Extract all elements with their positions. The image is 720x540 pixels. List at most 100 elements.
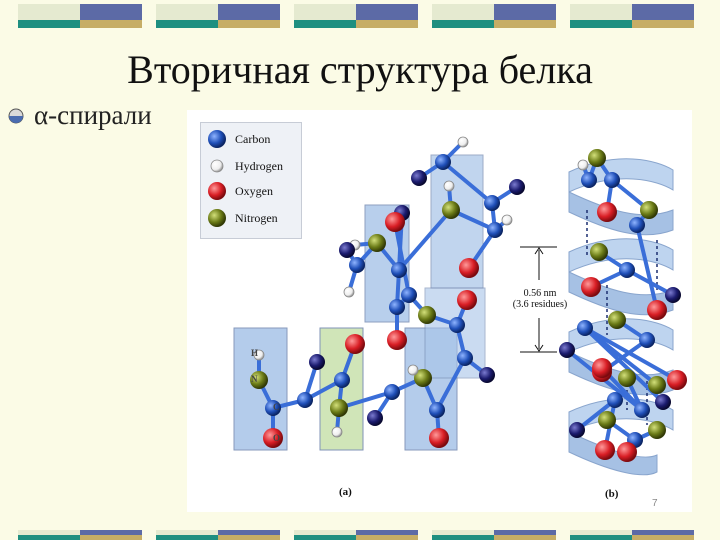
band-tile	[294, 530, 356, 535]
bullet-icon	[8, 108, 24, 123]
hydrogen-atom	[331, 426, 343, 438]
oxygen-atom	[387, 330, 407, 350]
legend-label-oxygen: Oxygen	[235, 183, 273, 198]
band-tile	[632, 4, 694, 20]
band-tile	[156, 530, 218, 535]
band-tile	[18, 535, 80, 540]
atoms	[250, 136, 687, 462]
band-tile	[80, 20, 142, 28]
legend-label-nitrogen: Nitrogen	[235, 210, 278, 225]
oxygen-atom	[263, 428, 283, 448]
pitch-marker	[520, 246, 557, 353]
oxygen-atom	[592, 358, 612, 378]
hydrogen-atom-icon	[210, 159, 224, 173]
carbon-atom	[484, 195, 500, 211]
carbon-atom	[265, 400, 281, 416]
band-tile	[294, 20, 356, 28]
oxygen-atom-icon	[208, 182, 226, 200]
bond	[575, 398, 617, 432]
side-chain-atom	[509, 179, 525, 195]
band-tile	[570, 530, 632, 535]
side-chain-atom	[479, 367, 495, 383]
nitrogen-atom	[590, 243, 608, 261]
band-tile	[294, 4, 356, 20]
carbon-atom	[349, 257, 365, 273]
carbon-atom	[619, 262, 635, 278]
bond	[635, 223, 659, 312]
nitrogen-atom	[368, 234, 386, 252]
band-tile	[356, 530, 418, 535]
band-tile	[218, 535, 280, 540]
band-tile	[432, 530, 494, 535]
band-tile	[494, 535, 556, 540]
band-tile	[80, 4, 142, 20]
oxygen-atom	[345, 334, 365, 354]
nitrogen-atom	[418, 306, 436, 324]
hydrogen-atom	[443, 180, 455, 192]
nitrogen-atom	[330, 399, 348, 417]
bullet-item: α-спирали	[8, 100, 152, 131]
hydrogen-atom	[501, 214, 513, 226]
bond	[337, 390, 394, 410]
oxygen-atom	[385, 212, 405, 232]
band-tile	[156, 4, 218, 20]
nitrogen-atom	[598, 411, 616, 429]
band-tile	[632, 535, 694, 540]
carbon-atom	[604, 172, 620, 188]
band-tile	[432, 535, 494, 540]
carbon-atom	[634, 402, 650, 418]
carbon-atom	[457, 350, 473, 366]
carbon-atom	[487, 222, 503, 238]
legend-item-oxygen: Oxygen	[207, 181, 273, 201]
bond	[393, 220, 411, 297]
band-tile	[80, 530, 142, 535]
hydrogen-atom	[407, 364, 419, 376]
carbon-atom	[391, 262, 407, 278]
side-chain-atom	[655, 394, 671, 410]
bottom-decorative-band	[0, 530, 720, 540]
carbon-atom	[334, 372, 350, 388]
oxygen-atom	[595, 440, 615, 460]
band-tile	[432, 4, 494, 20]
band-tile	[570, 20, 632, 28]
band-tile	[156, 20, 218, 28]
carbon-atom	[629, 217, 645, 233]
carbon-atom	[581, 172, 597, 188]
oxygen-atom	[459, 258, 479, 278]
hydrogen-atom	[457, 136, 469, 148]
carbon-atom	[607, 392, 623, 408]
atom-tag-h: H	[251, 348, 259, 358]
slide-title: Вторичная структура белка	[127, 47, 593, 92]
hydrogen-atom	[577, 159, 589, 171]
nitrogen-atom-icon	[208, 209, 226, 227]
band-tile	[218, 20, 280, 28]
carbon-atom	[389, 299, 405, 315]
side-chain-atom	[309, 354, 325, 370]
nitrogen-atom	[648, 421, 666, 439]
nitrogen-atom	[648, 376, 666, 394]
band-tile	[356, 20, 418, 28]
oxygen-atom	[667, 370, 687, 390]
panel-label-b: (b)	[605, 488, 619, 500]
oxygen-atom	[581, 277, 601, 297]
bond	[435, 356, 467, 412]
atom-legend: Carbon Hydrogen Oxygen Nitrogen	[200, 122, 302, 239]
carbon-atom	[639, 332, 655, 348]
bond	[441, 160, 494, 205]
carbon-atom	[401, 287, 417, 303]
pitch-label: 0.56 nm (3.6 residues)	[505, 288, 575, 310]
band-tile	[218, 530, 280, 535]
nitrogen-atom	[414, 369, 432, 387]
band-tile	[570, 4, 632, 20]
oxygen-atom	[647, 300, 667, 320]
band-tile	[432, 20, 494, 28]
page-number: 7	[652, 498, 658, 509]
pitch-residues: (3.6 residues)	[512, 299, 568, 310]
side-chain-atom	[559, 342, 575, 358]
legend-label-carbon: Carbon	[235, 131, 271, 146]
band-tile	[494, 530, 556, 535]
legend-item-carbon: Carbon	[207, 129, 270, 149]
oxygen-atom	[429, 428, 449, 448]
band-tile	[218, 4, 280, 20]
bond	[625, 268, 675, 297]
